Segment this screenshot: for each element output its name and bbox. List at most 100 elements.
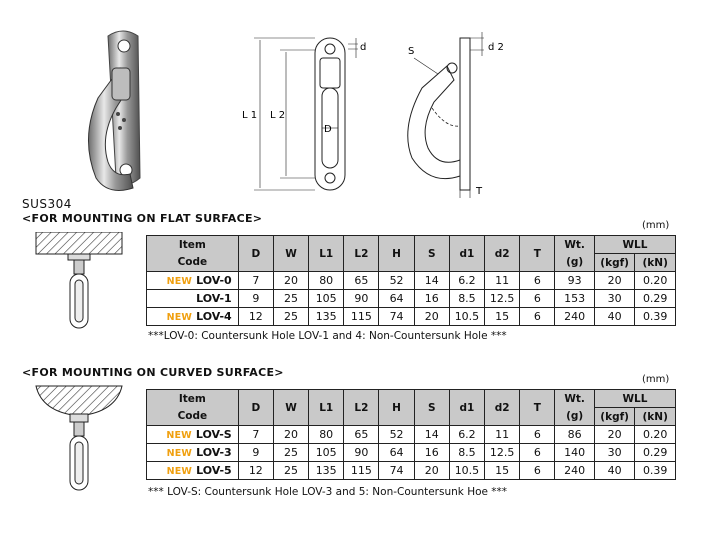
cell-d1: 8.5 <box>448 443 486 462</box>
new-badge: NEW <box>166 448 193 459</box>
cell-l1: 80 <box>308 271 345 290</box>
stainless-hook-photo <box>88 30 141 191</box>
hdr-s: S <box>413 389 450 426</box>
cell-kn: 0.29 <box>634 289 676 308</box>
hdr-w: W <box>272 235 310 272</box>
cell-w: 25 <box>272 307 310 326</box>
cell-w: 25 <box>272 443 310 462</box>
flat-footnote: ***LOV-0: Countersunk Hole LOV-1 and 4: … <box>148 330 507 342</box>
item-code: LOV-1 <box>196 292 232 305</box>
new-badge: NEW <box>166 276 193 287</box>
cell-wt: 240 <box>554 461 595 480</box>
cell-w: 20 <box>272 425 310 444</box>
cell-kgf: 40 <box>593 461 636 480</box>
hdr-t: T <box>519 235 556 272</box>
curved-header-row-2: Code (g) (kgf) (kN) <box>146 407 676 426</box>
cell-t: 6 <box>519 307 556 326</box>
cell-d2: 11 <box>484 425 521 444</box>
hdr-d1: d1 <box>448 235 486 272</box>
hdr-wt: Wt. <box>554 235 595 254</box>
cell-d2: 15 <box>484 307 521 326</box>
cell-h: 74 <box>378 307 415 326</box>
cell-kn: 0.29 <box>634 443 676 462</box>
item-code: LOV-5 <box>196 464 232 477</box>
hdr-d2: d2 <box>484 389 521 426</box>
cell-h: 64 <box>378 289 415 308</box>
item-code: LOV-3 <box>196 446 232 459</box>
cell-d2: 15 <box>484 461 521 480</box>
cell-d2: 12.5 <box>484 443 521 462</box>
hdr-d: D <box>237 389 274 426</box>
cell-t: 6 <box>519 425 556 444</box>
flat-header-row: Item D W L1 L2 H S d1 d2 T Wt. WLL <box>146 235 677 272</box>
cell-s: 14 <box>413 425 450 444</box>
hdr-code: Code <box>146 253 239 272</box>
hdr-code: Code <box>146 407 239 426</box>
cell-d1: 10.5 <box>448 461 486 480</box>
item-code: LOV-4 <box>196 310 232 323</box>
hdr-wt-unit: (g) <box>554 253 595 272</box>
flat-surface-mount-icon <box>35 232 123 329</box>
hdr-wt-unit: (g) <box>554 407 595 426</box>
dim-l2: L 2 <box>270 110 285 121</box>
flat-spec-table: Item D W L1 L2 H S d1 d2 T Wt. WLL Code … <box>146 235 677 326</box>
hdr-kgf: (kgf) <box>593 407 636 426</box>
cell-d1: 6.2 <box>448 425 486 444</box>
cell-h: 52 <box>378 425 415 444</box>
cell-l2: 65 <box>343 271 380 290</box>
item-code: LOV-S <box>195 428 232 441</box>
item-code-cell: LOV-1 <box>146 289 239 308</box>
cell-kgf: 40 <box>593 307 636 326</box>
material-label: SUS304 <box>22 197 72 211</box>
cell-h: 74 <box>378 461 415 480</box>
cell-s: 20 <box>413 307 450 326</box>
flat-section-title: <FOR MOUNTING ON FLAT SURFACE> <box>22 212 263 225</box>
cell-d: 12 <box>237 461 274 480</box>
dim-d2: d 2 <box>488 42 504 53</box>
cell-wt: 240 <box>554 307 595 326</box>
cell-t: 6 <box>519 443 556 462</box>
cell-d2: 12.5 <box>484 289 521 308</box>
cell-kn: 0.20 <box>634 271 676 290</box>
hdr-d1: d1 <box>448 389 486 426</box>
cell-t: 6 <box>519 289 556 308</box>
cell-kn: 0.39 <box>634 461 676 480</box>
hdr-h: H <box>378 235 415 272</box>
cell-s: 20 <box>413 461 450 480</box>
cell-l2: 115 <box>343 307 380 326</box>
curved-surface-mount-icon <box>35 385 123 491</box>
side-view-drawing: S d 2 T <box>407 32 504 198</box>
hdr-l2: L2 <box>343 389 380 426</box>
hdr-kn: (kN) <box>634 407 676 426</box>
cell-wt: 93 <box>554 271 595 290</box>
hdr-d2: d2 <box>484 235 521 272</box>
hdr-h: H <box>378 389 415 426</box>
cell-kgf: 30 <box>593 289 636 308</box>
hdr-wll: WLL <box>593 389 677 408</box>
cell-t: 6 <box>519 271 556 290</box>
cell-l2: 90 <box>343 289 380 308</box>
new-badge: NEW <box>166 312 193 323</box>
cell-h: 52 <box>378 271 415 290</box>
cell-l1: 105 <box>308 443 345 462</box>
cell-h: 64 <box>378 443 415 462</box>
flat-header-row-2: Code (g) (kgf) (kN) <box>146 253 676 272</box>
cell-d: 7 <box>237 271 274 290</box>
hdr-t: T <box>519 389 556 426</box>
cell-d2: 11 <box>484 271 521 290</box>
curved-spec-table: Item D W L1 L2 H S d1 d2 T Wt. WLL Code … <box>146 389 677 480</box>
cell-kn: 0.39 <box>634 307 676 326</box>
cell-kn: 0.20 <box>634 425 676 444</box>
hdr-wt: Wt. <box>554 389 595 408</box>
cell-d: 12 <box>237 307 274 326</box>
cell-l2: 115 <box>343 461 380 480</box>
